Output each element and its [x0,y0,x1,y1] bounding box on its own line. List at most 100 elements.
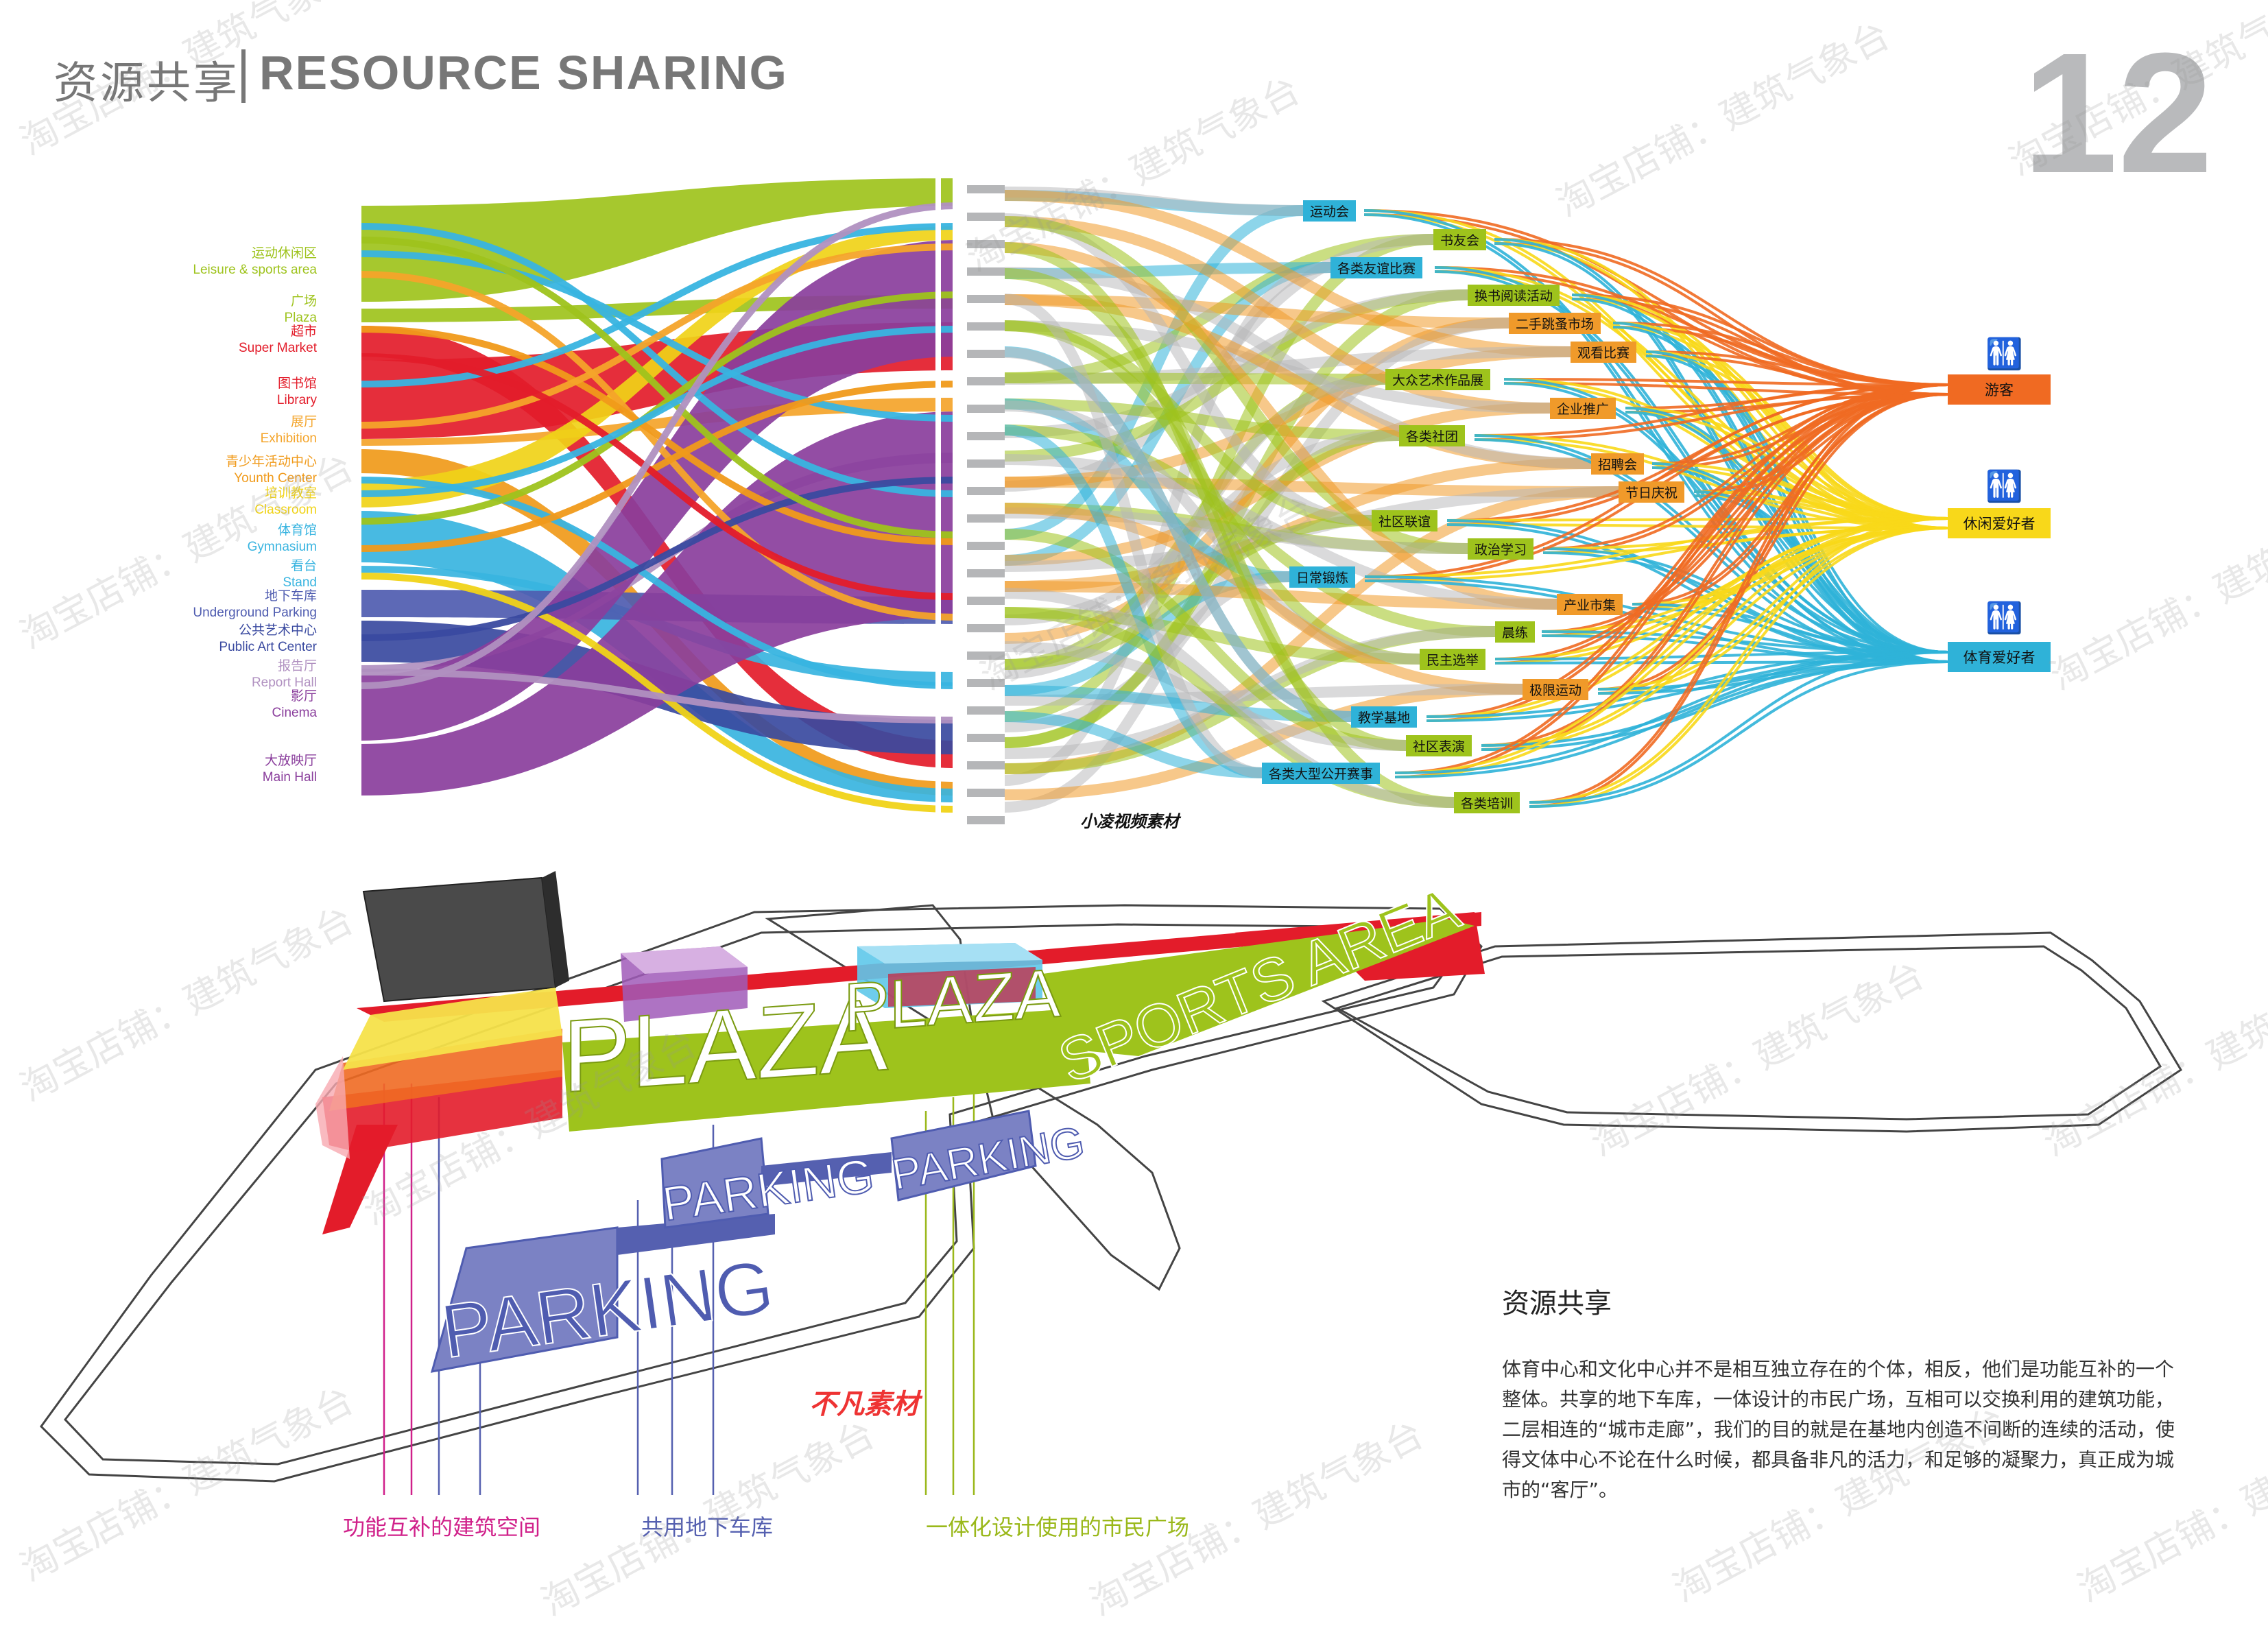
watermark-text: 淘宝店铺：建筑气象台 [13,1378,361,1590]
flow-divider [953,165,958,837]
category-zh: 超市 [290,324,317,339]
flow-stub [967,679,1005,687]
activity-tag: 书友会 [1433,229,1487,250]
watermark-text: 淘宝店铺：建筑气象台 [356,1021,704,1234]
flow-band [360,226,957,507]
parking-label-2: PARKING [659,1148,877,1230]
title-divider [241,49,246,103]
flow-link [1394,517,1948,774]
flow-link [1434,266,1948,520]
category-en: Stand [283,575,317,590]
flow-stub [967,185,1005,193]
category-zh: 展厅 [290,415,317,429]
category-zh: 公共艺术中心 [238,623,317,638]
flow-link [1004,588,1455,808]
flow-stub [967,816,1005,824]
flow-stub [967,514,1005,523]
category-zh: 运动休闲区 [251,246,317,261]
flow-link [359,223,957,497]
flow-layer [356,165,1948,837]
sankey-diagram [356,165,1948,837]
flow-stub [967,432,1005,440]
activity-tag: 民主选举 [1420,649,1486,670]
flow-stub [967,350,1005,358]
legend-item: 一体化设计使用的市民广场 [926,1514,1190,1540]
activity-tag: 日常锻炼 [1289,566,1356,588]
category-zh: 大放映厅 [264,754,317,768]
leader-lines [383,1049,975,1495]
flow-stub [967,213,1005,221]
flow-stub [967,624,1005,632]
flow-link [1503,378,1948,386]
flow-link [359,237,957,538]
watermark-text: 淘宝店铺：建筑气象台 [1584,953,1931,1165]
sports-people-icon: 🚻 [1985,601,2023,636]
parking-label-3: PARKING [888,1117,1088,1199]
activity-tag: 招聘会 [1591,453,1645,475]
category-zh: 影厅 [290,689,317,704]
page-title-zh: 资源共享 [53,58,240,109]
flow-link [1426,651,1948,718]
category-zh: 培训教室 [264,486,317,501]
flow-link [1394,383,1948,774]
category-zh: 图书馆 [277,376,317,391]
flow-link [1542,393,1948,554]
category-en: Classroom [254,503,317,517]
flow-link [1004,294,1263,778]
flow-stub [967,734,1005,742]
tourist-people-icon: 🚻 [1985,337,2023,372]
activity-tag: 各类友谊比赛 [1330,257,1423,278]
flow-link [1004,425,1496,637]
flow-link [1529,517,1948,804]
category-en: Leisure & sports area [193,263,317,277]
flow-link [1503,382,1948,396]
activity-tag: 各类培训 [1454,792,1520,813]
flow-link [1364,517,1948,578]
flow-link [1597,527,1948,695]
green-plazas [562,919,1475,1132]
flow-link [1004,190,1571,357]
flow-link [1529,383,1948,804]
flow-link [359,202,957,689]
category-en: Cinema [272,706,317,720]
activity-tag: 产业市集 [1557,594,1623,615]
flow-stub [967,377,1005,385]
flow-link [1004,711,1263,778]
activity-tag: 节日庆祝 [1619,481,1685,503]
flow-link [1004,242,1407,751]
flow-link [1004,347,1352,722]
flow-divider [935,165,941,837]
red-corridor [322,912,1485,1234]
flow-link [1446,517,1948,522]
flow-link [1394,393,1948,778]
flow-stub [967,322,1005,331]
flow-link [359,477,957,641]
flow-link [359,243,957,429]
category-label: 培训教室 Classroom [254,486,317,518]
audience-box: 休闲爱好者 [1948,508,2051,538]
activity-tag: 各类大型公开赛事 [1262,763,1381,784]
category-zh: 体育馆 [277,523,317,538]
category-label: 超市 Super Market [239,324,317,357]
flow-stub [967,597,1005,605]
activity-tag: 大众艺术作品展 [1385,369,1491,390]
flow-link [1529,651,1948,804]
flow-link [359,326,957,497]
flow-stub [967,789,1005,797]
flow-stub [967,761,1005,769]
category-en: Super Market [238,341,317,355]
flow-link [1529,527,1948,808]
flow-link [359,381,957,552]
flow-link [1004,216,1551,414]
page-number: 12 [2022,17,2213,208]
flow-link [359,353,957,600]
flow-band [360,240,957,741]
flow-link [1426,527,1948,722]
dark-building [362,871,569,1003]
flow-band [360,398,957,446]
iso-caption: 不凡素材 [809,1389,919,1420]
activity-tag: 运动会 [1303,200,1357,222]
